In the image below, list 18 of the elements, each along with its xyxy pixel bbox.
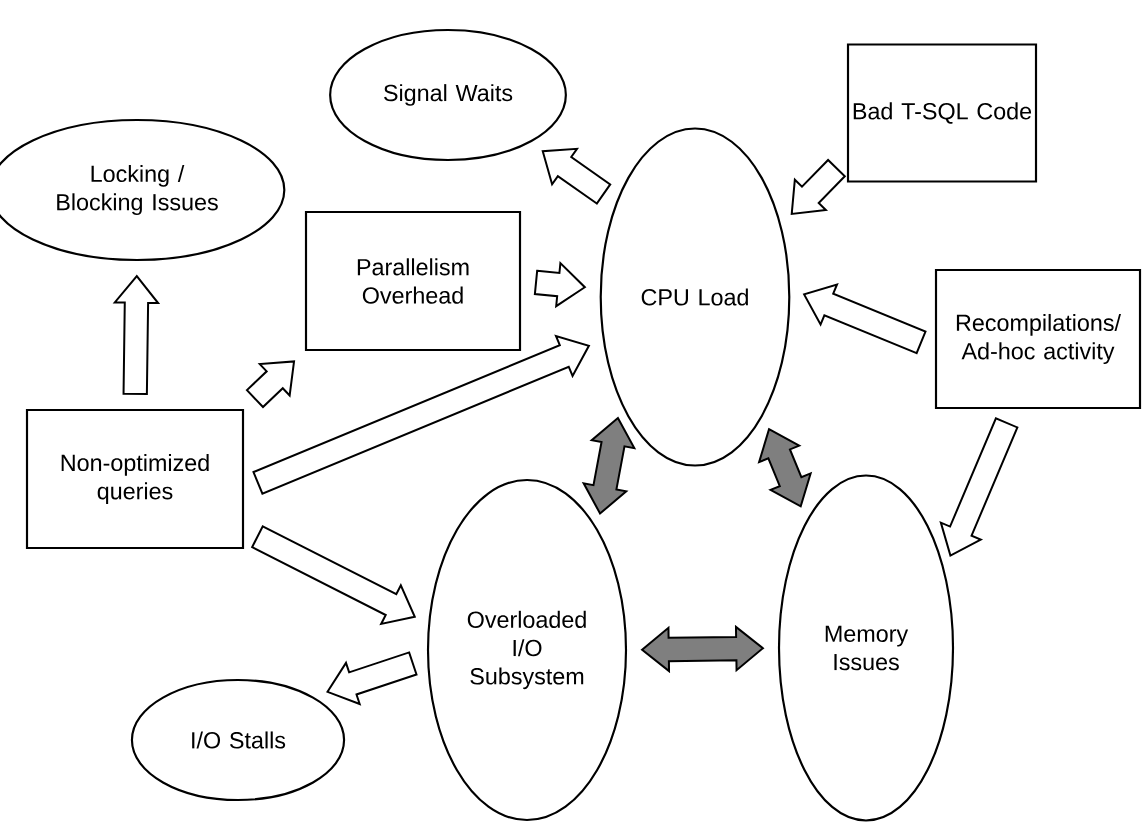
ellipse-node: CPU Load bbox=[599, 127, 791, 467]
block-arrow bbox=[326, 651, 418, 706]
block-arrow bbox=[533, 260, 587, 309]
block-arrow bbox=[112, 274, 161, 396]
ellipse-node: Memory Issues bbox=[777, 474, 955, 822]
ellipse-node: Signal Waits bbox=[329, 28, 567, 162]
ellipse-node: I/O Stalls bbox=[130, 678, 346, 802]
process-box: Bad T-SQL Code bbox=[846, 43, 1038, 183]
block-arrow bbox=[541, 147, 612, 205]
block-arrow bbox=[252, 334, 591, 495]
block-arrow bbox=[939, 417, 1019, 558]
ellipse-node: Overloaded I/O Subsystem bbox=[426, 478, 628, 822]
process-box: Parallelism Overhead bbox=[304, 210, 522, 352]
process-box: Recompilations/ Ad-hoc activity bbox=[934, 268, 1142, 410]
block-arrow bbox=[245, 360, 296, 409]
block-arrow bbox=[581, 416, 637, 516]
process-box: Non-optimized queries bbox=[25, 408, 245, 550]
block-arrow bbox=[802, 282, 927, 355]
